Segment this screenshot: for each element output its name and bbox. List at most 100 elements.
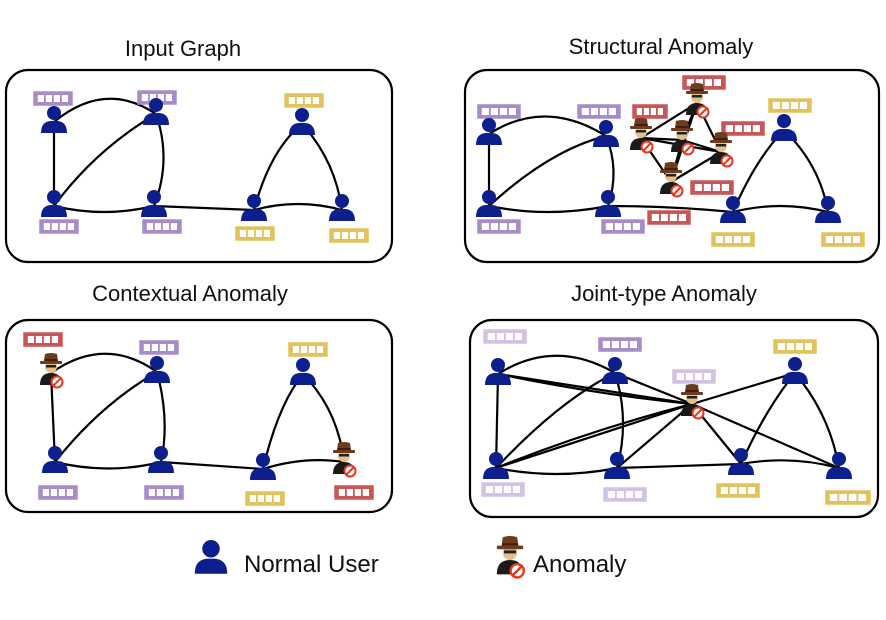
- graph-edge: [616, 462, 742, 470]
- attribute-vector: [245, 491, 285, 506]
- graph-edge: [495, 402, 693, 470]
- attribute-vector: [235, 226, 275, 241]
- user-icon: [485, 358, 511, 385]
- panel-title-joint-type-anomaly: Joint-type Anomaly: [571, 281, 757, 306]
- user-icon: [593, 120, 619, 147]
- attribute-vector: [690, 180, 734, 195]
- panel-title-contextual-anomaly: Contextual Anomaly: [92, 281, 288, 306]
- user-icon: [720, 196, 746, 223]
- graph-edge: [53, 113, 157, 207]
- graph-edge: [731, 129, 785, 213]
- attribute-vector: [773, 339, 817, 354]
- anomaly-icon: [686, 83, 710, 119]
- anomaly-icon: [671, 120, 695, 156]
- user-icon: [141, 190, 167, 217]
- attribute-vector: [721, 121, 765, 136]
- graph-edge: [53, 204, 155, 214]
- attribute-vector: [598, 337, 642, 352]
- user-icon: [41, 106, 67, 133]
- graph-edge: [301, 123, 344, 211]
- legend-user-icon: [194, 540, 228, 574]
- attribute-vector: [477, 104, 521, 119]
- attribute-vector: [483, 329, 527, 344]
- legend-anomaly-label: Anomaly: [533, 551, 626, 578]
- graph-edge: [794, 372, 841, 469]
- attribute-vector: [144, 485, 184, 500]
- graph-edge: [488, 134, 607, 207]
- graph-edge: [732, 204, 829, 214]
- legend: Normal User Anomaly: [194, 536, 626, 579]
- panel-title-input-graph: Input Graph: [125, 36, 241, 61]
- user-icon: [476, 118, 502, 145]
- graph-edge: [252, 123, 303, 211]
- anomaly-icon: [681, 384, 705, 420]
- attribute-vector: [334, 485, 374, 500]
- graph-edge: [495, 402, 693, 470]
- attribute-vector: [23, 332, 63, 347]
- graph-edge: [740, 459, 840, 470]
- attribute-vector: [577, 104, 621, 119]
- user-icon: [241, 194, 267, 221]
- user-icon: [289, 108, 315, 135]
- graph-edge: [495, 466, 618, 476]
- graph-edge: [495, 372, 616, 469]
- user-icon: [41, 190, 67, 217]
- attribute-vector: [647, 210, 691, 225]
- panel-title-structural-anomaly: Structural Anomaly: [569, 34, 754, 59]
- legend-normal-user-label: Normal User: [244, 551, 379, 578]
- user-icon: [144, 356, 170, 383]
- graph-edge: [50, 352, 158, 374]
- attribute-vector: [601, 219, 645, 234]
- user-icon: [483, 452, 509, 479]
- legend-anomaly-icon: [496, 536, 526, 579]
- graph-edge: [488, 204, 609, 214]
- attribute-vector: [33, 91, 73, 106]
- graph-edge: [607, 204, 734, 214]
- anomaly-icon: [660, 162, 684, 198]
- anomaly-icon: [333, 442, 357, 478]
- attribute-vector: [716, 483, 760, 498]
- attribute-vector: [672, 369, 716, 384]
- anomaly-icon: [40, 353, 64, 389]
- attribute-vector: [682, 75, 726, 90]
- graph-edge: [691, 402, 840, 470]
- graph-edge: [497, 354, 616, 375]
- user-icon: [602, 357, 628, 384]
- panel-contextual-anomaly: [4, 318, 394, 514]
- attribute-vector: [38, 485, 78, 500]
- graph-edge: [497, 372, 693, 406]
- graph-edge: [497, 372, 693, 406]
- panel-joint-type-anomaly: [468, 318, 880, 519]
- user-icon: [771, 114, 797, 141]
- user-icon: [476, 190, 502, 217]
- graph-edge: [783, 129, 830, 213]
- attribute-vector: [477, 219, 521, 234]
- user-icon: [143, 98, 169, 125]
- attribute-vector: [284, 93, 324, 108]
- graph-edge: [614, 371, 693, 406]
- user-icon: [826, 452, 852, 479]
- user-icon: [604, 452, 630, 479]
- graph-edge: [253, 202, 343, 212]
- user-icon: [42, 446, 68, 473]
- graph-edge: [691, 371, 796, 406]
- user-icon: [148, 446, 174, 473]
- graph-edge: [488, 115, 607, 137]
- attribute-vector: [329, 228, 369, 243]
- attribute-vector: [288, 342, 328, 357]
- graph-edge: [54, 371, 158, 463]
- anomaly-icon: [710, 132, 734, 168]
- user-icon: [728, 448, 754, 475]
- attribute-vector: [711, 232, 755, 247]
- graph-edge: [262, 459, 345, 471]
- attribute-vector: [481, 482, 525, 497]
- attribute-vector: [142, 219, 182, 234]
- anomaly-icon: [630, 118, 654, 154]
- panel-structural-anomaly: [463, 68, 881, 264]
- attribute-vector: [39, 219, 79, 234]
- graph-edge: [54, 460, 162, 470]
- attribute-vector: [825, 490, 871, 505]
- graph-edge: [160, 460, 264, 471]
- user-icon: [815, 196, 841, 223]
